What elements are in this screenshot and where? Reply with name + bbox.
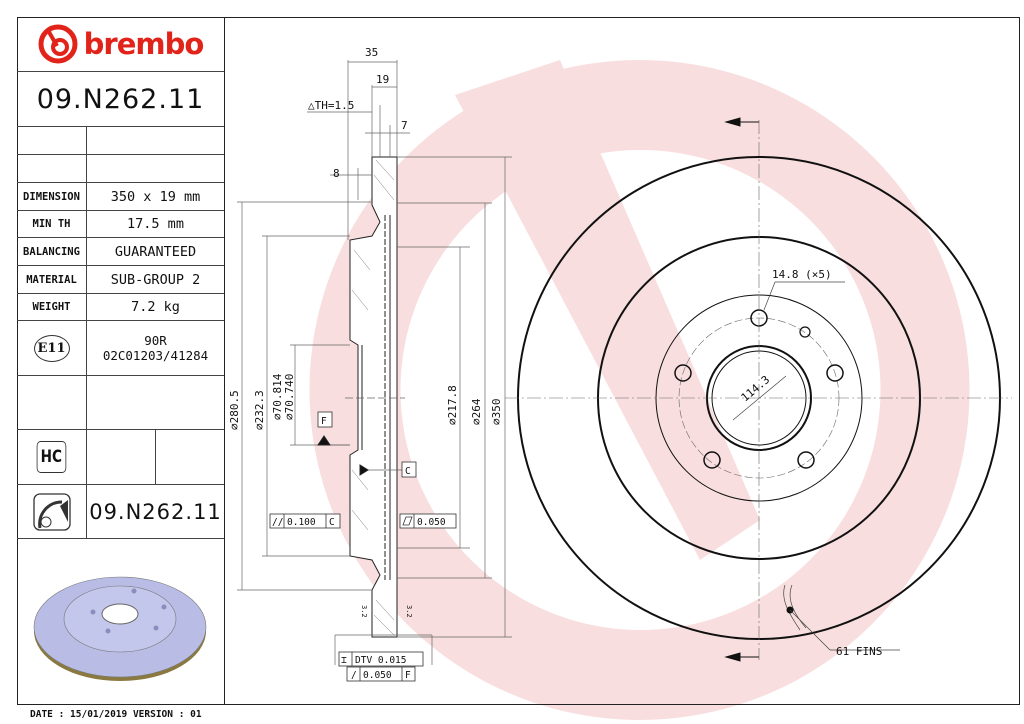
hc-cell: HC <box>17 430 87 484</box>
surface-finish-left: 3.2 <box>360 605 368 618</box>
datum-f: F <box>321 416 327 427</box>
hc-row: HC <box>17 430 224 485</box>
spec-row: DIMENSION 350 x 19 mm <box>17 183 224 211</box>
section-dimension-labels: 35 19 △TH=1.5 7 8 ⌀280.5 ⌀232.3 ⌀70.814 … <box>228 46 503 430</box>
kit-part-cell: 09.N262.11 <box>87 485 224 538</box>
brand-row: brembo <box>17 17 224 72</box>
blank-cell <box>17 155 87 182</box>
blank-row <box>17 155 224 183</box>
approval-values: 90R 02C01203/41284 <box>87 321 224 375</box>
footer-date-version: DATE : 15/01/2019 VERSION : 01 <box>30 709 202 720</box>
dim-delta-th: △TH=1.5 <box>308 99 354 112</box>
spec-value: 17.5 mm <box>127 216 184 232</box>
parallelism-datum: C <box>329 517 335 528</box>
spec-row: MATERIAL SUB-GROUP 2 <box>17 266 224 294</box>
hc-badge: HC <box>36 441 67 473</box>
kit-icon-cell <box>17 485 87 538</box>
runout-value: 0.050 <box>363 670 392 681</box>
datum-c: C <box>405 466 411 477</box>
gdt-frames: F C // 0.100 C 0.050 ⌶ DTV 0.015 / 0.050… <box>269 411 457 682</box>
svg-text:⌶: ⌶ <box>341 655 347 666</box>
approval-code: 90R <box>144 333 167 348</box>
brand-name: brembo <box>83 27 205 61</box>
dim-70-740: ⌀70.740 <box>283 374 296 420</box>
e11-mark: E11 <box>33 334 70 362</box>
drawing-frame <box>17 17 1020 705</box>
kit-row: 09.N262.11 <box>17 485 224 539</box>
blank-row <box>17 127 224 155</box>
dim-70-814: ⌀70.814 <box>271 373 284 420</box>
dim-35: 35 <box>365 46 378 59</box>
spec-label: BALANCING <box>17 238 87 265</box>
section-view <box>237 60 512 665</box>
dim-232-3: ⌀232.3 <box>253 390 266 430</box>
brembo-logo-icon <box>38 24 78 64</box>
disc-render <box>17 539 224 704</box>
blank-cell <box>17 127 87 154</box>
dim-350: ⌀350 <box>490 399 503 426</box>
parallelism-value: 0.100 <box>287 517 316 528</box>
spec-value: 7.2 kg <box>131 299 180 315</box>
approval-number: 02C01203/41284 <box>102 348 209 363</box>
dim-264: ⌀264 <box>470 398 483 425</box>
part-number-row: 09.N262.11 <box>17 72 224 127</box>
dim-7: 7 <box>401 119 408 132</box>
dim-217-8: ⌀217.8 <box>446 385 459 425</box>
spec-label: MIN TH <box>17 211 87 237</box>
disc-with-pads-icon <box>32 492 71 531</box>
spec-label: WEIGHT <box>17 294 87 320</box>
spec-row: WEIGHT 7.2 kg <box>17 294 224 321</box>
runout-datum: F <box>405 670 411 681</box>
brembo-watermark <box>309 60 970 720</box>
fins-label: 61 FINS <box>836 645 882 658</box>
svg-text:/: / <box>351 670 357 681</box>
spec-value: 350 x 19 mm <box>110 188 201 205</box>
surface-finish-right: 3.2 <box>405 605 413 618</box>
approval-row: E11 90R 02C01203/41284 <box>17 321 224 376</box>
spec-value: SUB-GROUP 2 <box>110 271 201 288</box>
info-panel: brembo 09.N262.11 DIMENSION 350 x 19 mm M… <box>17 17 225 705</box>
front-view <box>505 117 1012 662</box>
kit-part-number: 09.N262.11 <box>89 499 222 524</box>
spec-value: GUARANTEED <box>114 243 197 260</box>
part-number: 09.N262.11 <box>36 83 205 115</box>
spec-row: BALANCING GUARANTEED <box>17 238 224 266</box>
dim-8: 8 <box>333 167 340 180</box>
blank-cell <box>17 376 87 429</box>
dtv-value: DTV 0.015 <box>355 655 406 666</box>
dim-280-5: ⌀280.5 <box>228 390 241 430</box>
spec-label: DIMENSION <box>17 183 87 210</box>
divider <box>155 430 156 484</box>
flatness-value: 0.050 <box>417 517 446 528</box>
spec-row: MIN TH 17.5 mm <box>17 211 224 238</box>
spec-label: MATERIAL <box>17 266 87 293</box>
bolt-hole-label: 14.8 (×5) <box>772 268 832 281</box>
parallelism-symbol: // <box>272 517 283 528</box>
approval-mark-cell: E11 <box>17 321 87 375</box>
dim-19: 19 <box>376 73 389 86</box>
blank-row <box>17 376 224 430</box>
